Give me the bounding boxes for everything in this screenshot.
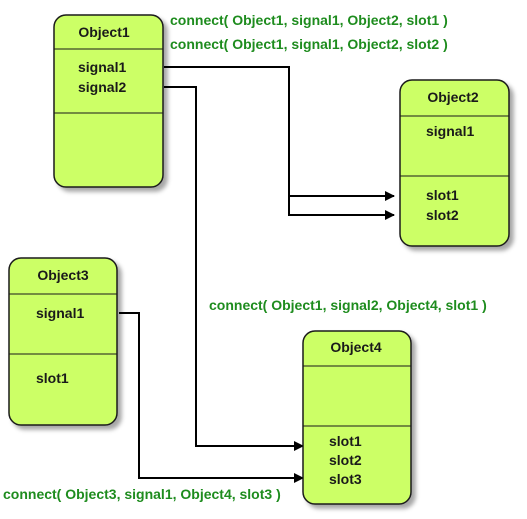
connection-line-object1-signal1-object2-slot2 bbox=[288, 196, 395, 220]
connection-lines bbox=[119, 66, 395, 483]
connection-line-object1-signal1-object2-slot1 bbox=[164, 66, 395, 201]
object4-box: Object4 slot1 slot2 slot3 bbox=[302, 330, 412, 505]
object3-box: Object3 signal1 slot1 bbox=[8, 257, 118, 426]
object2-box: Object2 signal1 slot1 slot2 bbox=[399, 79, 510, 247]
object1-box: Object1 signal1 signal2 bbox=[53, 14, 164, 188]
object4-slot1: slot1 bbox=[329, 433, 362, 449]
object3-body bbox=[8, 257, 118, 426]
connection-label-4: connect( Object3, signal1, Object4, slot… bbox=[3, 486, 281, 502]
object4-slot3: slot3 bbox=[329, 471, 362, 487]
object4-title: Object4 bbox=[330, 339, 382, 355]
object3-title: Object3 bbox=[37, 267, 89, 283]
object2-title: Object2 bbox=[427, 89, 479, 105]
object3-signal1: signal1 bbox=[36, 305, 84, 321]
object1-signal2: signal2 bbox=[78, 79, 126, 95]
object1-body bbox=[53, 14, 164, 188]
object2-body bbox=[399, 79, 510, 247]
object2-slot1: slot1 bbox=[426, 187, 459, 203]
connection-line-object1-signal2-object4-slot1 bbox=[164, 86, 304, 451]
object4-body bbox=[302, 330, 412, 505]
object4-slot2: slot2 bbox=[329, 452, 362, 468]
connection-label-3: connect( Object1, signal2, Object4, slot… bbox=[209, 297, 487, 313]
connection-label-2: connect( Object1, signal1, Object2, slot… bbox=[170, 36, 448, 52]
object1-signal1: signal1 bbox=[78, 59, 126, 75]
connection-label-1: connect( Object1, signal1, Object2, slot… bbox=[170, 12, 448, 28]
object3-slot1: slot1 bbox=[36, 370, 69, 386]
object2-signal1: signal1 bbox=[426, 123, 474, 139]
object2-slot2: slot2 bbox=[426, 207, 459, 223]
object1-title: Object1 bbox=[78, 24, 130, 40]
connection-line-object3-signal1-object4-slot3 bbox=[119, 312, 304, 483]
